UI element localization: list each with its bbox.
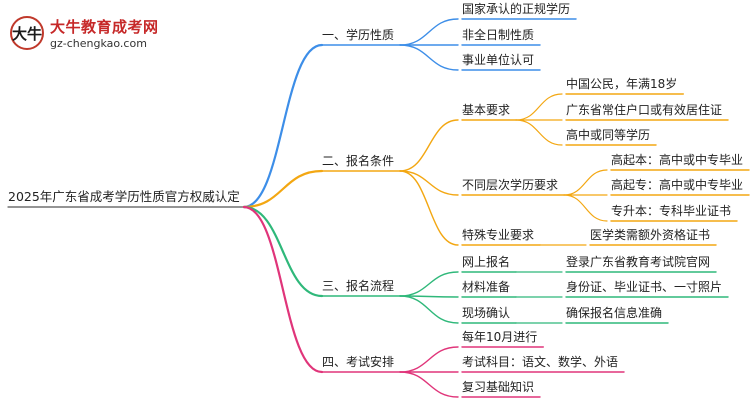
branch-connector [242, 169, 324, 209]
leaf-label-medical-cert: 医学类需额外资格证书 [590, 228, 711, 242]
node-label-subjects: 考试科目：语文、数学、外语 [462, 355, 619, 369]
node-connector [399, 295, 459, 324]
node-label-review: 复习基础知识 [462, 380, 535, 394]
leaf-connector [515, 119, 563, 146]
leaf-label-official-site: 登录广东省教育考试院官网 [566, 255, 711, 269]
leaf-label-documents: 身份证、毕业证书、一寸照片 [566, 280, 723, 294]
node-label-basic-requirements: 基本要求 [462, 103, 511, 117]
logo-site-name: 大牛教育成考网 [50, 18, 159, 36]
node-connector [399, 170, 459, 246]
node-label-part-time: 非全日制性质 [462, 28, 535, 42]
node-label-online-registration: 网上报名 [462, 255, 511, 269]
logo-site-url: gz-chengkao.com [50, 37, 147, 50]
node-label-october: 每年10月进行 [462, 330, 538, 344]
node-connector [399, 271, 459, 297]
node-connector [399, 170, 459, 196]
node-label-institution-recognized: 事业单位认可 [462, 53, 535, 67]
site-logo[interactable]: 大牛 大牛教育成考网 gz-chengkao.com [4, 10, 174, 56]
leaf-connector [515, 93, 563, 121]
leaf-label-gaoqizhuan: 高起专：高中或中专毕业 [611, 178, 744, 192]
leaf-label-accurate-info: 确保报名信息准确 [566, 306, 663, 320]
node-label-onsite-confirm: 现场确认 [462, 306, 511, 320]
branch-connector [242, 205, 324, 374]
node-label-national-recognized: 国家承认的正规学历 [462, 2, 571, 16]
node-label-level-requirements: 不同层次学历要求 [462, 178, 559, 192]
logo-mark-icon: 大牛 [10, 16, 44, 50]
branch-label-exam: 四、考试安排 [322, 355, 395, 369]
root-node-label: 2025年广东省成考学历性质官方权威认定 [8, 189, 240, 204]
branch-connector [242, 43, 324, 209]
node-connector [399, 18, 459, 46]
node-connector [399, 119, 459, 172]
leaf-connector [563, 194, 608, 222]
leaf-label-gaoqiben: 高起本：高中或中专毕业 [611, 153, 744, 167]
branch-connector [242, 205, 324, 298]
node-connector [399, 371, 459, 398]
leaf-connector [563, 169, 608, 196]
node-connector [399, 44, 459, 71]
leaf-label-highschool: 高中或同等学历 [566, 128, 651, 142]
branch-label-academic-nature: 一、学历性质 [322, 28, 395, 42]
leaf-label-citizen-age: 中国公民，年满18岁 [566, 77, 678, 91]
node-connector [399, 346, 459, 373]
node-label-special-major: 特殊专业要求 [462, 228, 535, 242]
leaf-label-residence: 广东省常住户口或有效居住证 [566, 103, 723, 117]
branch-label-process: 三、报名流程 [322, 279, 395, 293]
node-label-materials: 材料准备 [462, 280, 511, 294]
branch-label-requirements: 二、报名条件 [322, 154, 395, 168]
leaf-label-zhuanshengben: 专升本：专科毕业证书 [611, 204, 732, 218]
